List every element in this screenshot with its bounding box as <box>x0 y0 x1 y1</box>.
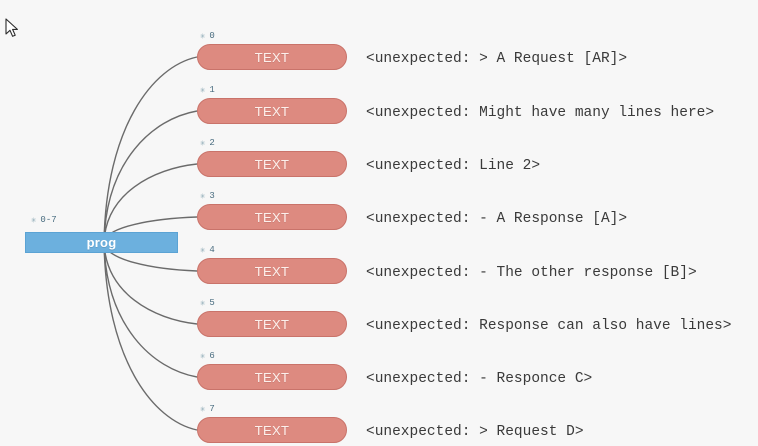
graph-node-text[interactable]: TEXT <box>197 417 347 443</box>
graph-edge <box>103 163 198 243</box>
graph-edge <box>103 242 198 325</box>
graph-node-index-label: 3 <box>209 191 215 201</box>
graph-node-index-badge: ✳6 <box>200 351 215 362</box>
asterisk-icon: ✳ <box>200 351 206 362</box>
asterisk-icon: ✳ <box>31 215 37 226</box>
graph-edge <box>103 242 198 378</box>
graph-edge <box>103 110 198 243</box>
asterisk-icon: ✳ <box>200 298 206 309</box>
graph-node-index-badge: ✳7 <box>200 404 215 415</box>
asterisk-icon: ✳ <box>200 191 206 202</box>
graph-node-index-label: 0 <box>209 31 215 41</box>
graph-node-index-label: 2 <box>209 138 215 148</box>
graph-node-prog-label: prog <box>86 235 117 250</box>
graph-node-prog[interactable]: prog <box>25 232 178 253</box>
graph-node-text-label: TEXT <box>254 49 290 65</box>
graph-node-index-badge: ✳1 <box>200 85 215 96</box>
graph-node-text[interactable]: TEXT <box>197 151 347 177</box>
graph-edge <box>103 242 198 431</box>
node-annotation-message: <unexpected: Response can also have line… <box>366 318 732 334</box>
graph-node-text[interactable]: TEXT <box>197 311 347 337</box>
node-annotation-message: <unexpected: > A Request [AR]> <box>366 51 628 67</box>
graph-node-text-label: TEXT <box>254 369 290 385</box>
graph-node-prog-index-badge: ✳ 0-7 <box>31 215 57 226</box>
graph-edge <box>103 56 198 243</box>
node-annotation-message: <unexpected: Line 2> <box>366 158 541 174</box>
asterisk-icon: ✳ <box>200 31 206 42</box>
graph-node-index-label: 1 <box>209 85 215 95</box>
graph-node-text-label: TEXT <box>254 156 290 172</box>
node-annotation-message: <unexpected: - The other response [B]> <box>366 265 697 281</box>
graph-node-text[interactable]: TEXT <box>197 364 347 390</box>
node-annotation-message: <unexpected: Might have many lines here> <box>366 105 715 121</box>
node-annotation-message: <unexpected: > Request D> <box>366 424 584 440</box>
graph-node-text-label: TEXT <box>254 103 290 119</box>
node-annotation-message: <unexpected: - A Response [A]> <box>366 211 628 227</box>
graph-node-text-label: TEXT <box>254 263 290 279</box>
graph-node-text[interactable]: TEXT <box>197 204 347 230</box>
asterisk-icon: ✳ <box>200 245 206 256</box>
graph-node-text[interactable]: TEXT <box>197 98 347 124</box>
graph-node-index-badge: ✳2 <box>200 138 215 149</box>
graph-node-index-label: 6 <box>209 351 215 361</box>
mouse-cursor-icon <box>5 18 18 37</box>
graph-node-index-label: 7 <box>209 404 215 414</box>
graph-node-text[interactable]: TEXT <box>197 44 347 70</box>
graph-node-index-badge: ✳0 <box>200 31 215 42</box>
graph-node-prog-index-label: 0-7 <box>40 215 57 225</box>
node-annotation-message: <unexpected: - Responce C> <box>366 371 593 387</box>
asterisk-icon: ✳ <box>200 404 206 415</box>
graph-node-text-label: TEXT <box>254 422 290 438</box>
graph-node-index-label: 5 <box>209 298 215 308</box>
graph-node-index-badge: ✳5 <box>200 298 215 309</box>
graph-node-index-badge: ✳3 <box>200 191 215 202</box>
graph-node-index-label: 4 <box>209 245 215 255</box>
graph-node-text-label: TEXT <box>254 209 290 225</box>
asterisk-icon: ✳ <box>200 138 206 149</box>
graph-node-index-badge: ✳4 <box>200 245 215 256</box>
graph-node-text[interactable]: TEXT <box>197 258 347 284</box>
graph-node-text-label: TEXT <box>254 316 290 332</box>
asterisk-icon: ✳ <box>200 85 206 96</box>
